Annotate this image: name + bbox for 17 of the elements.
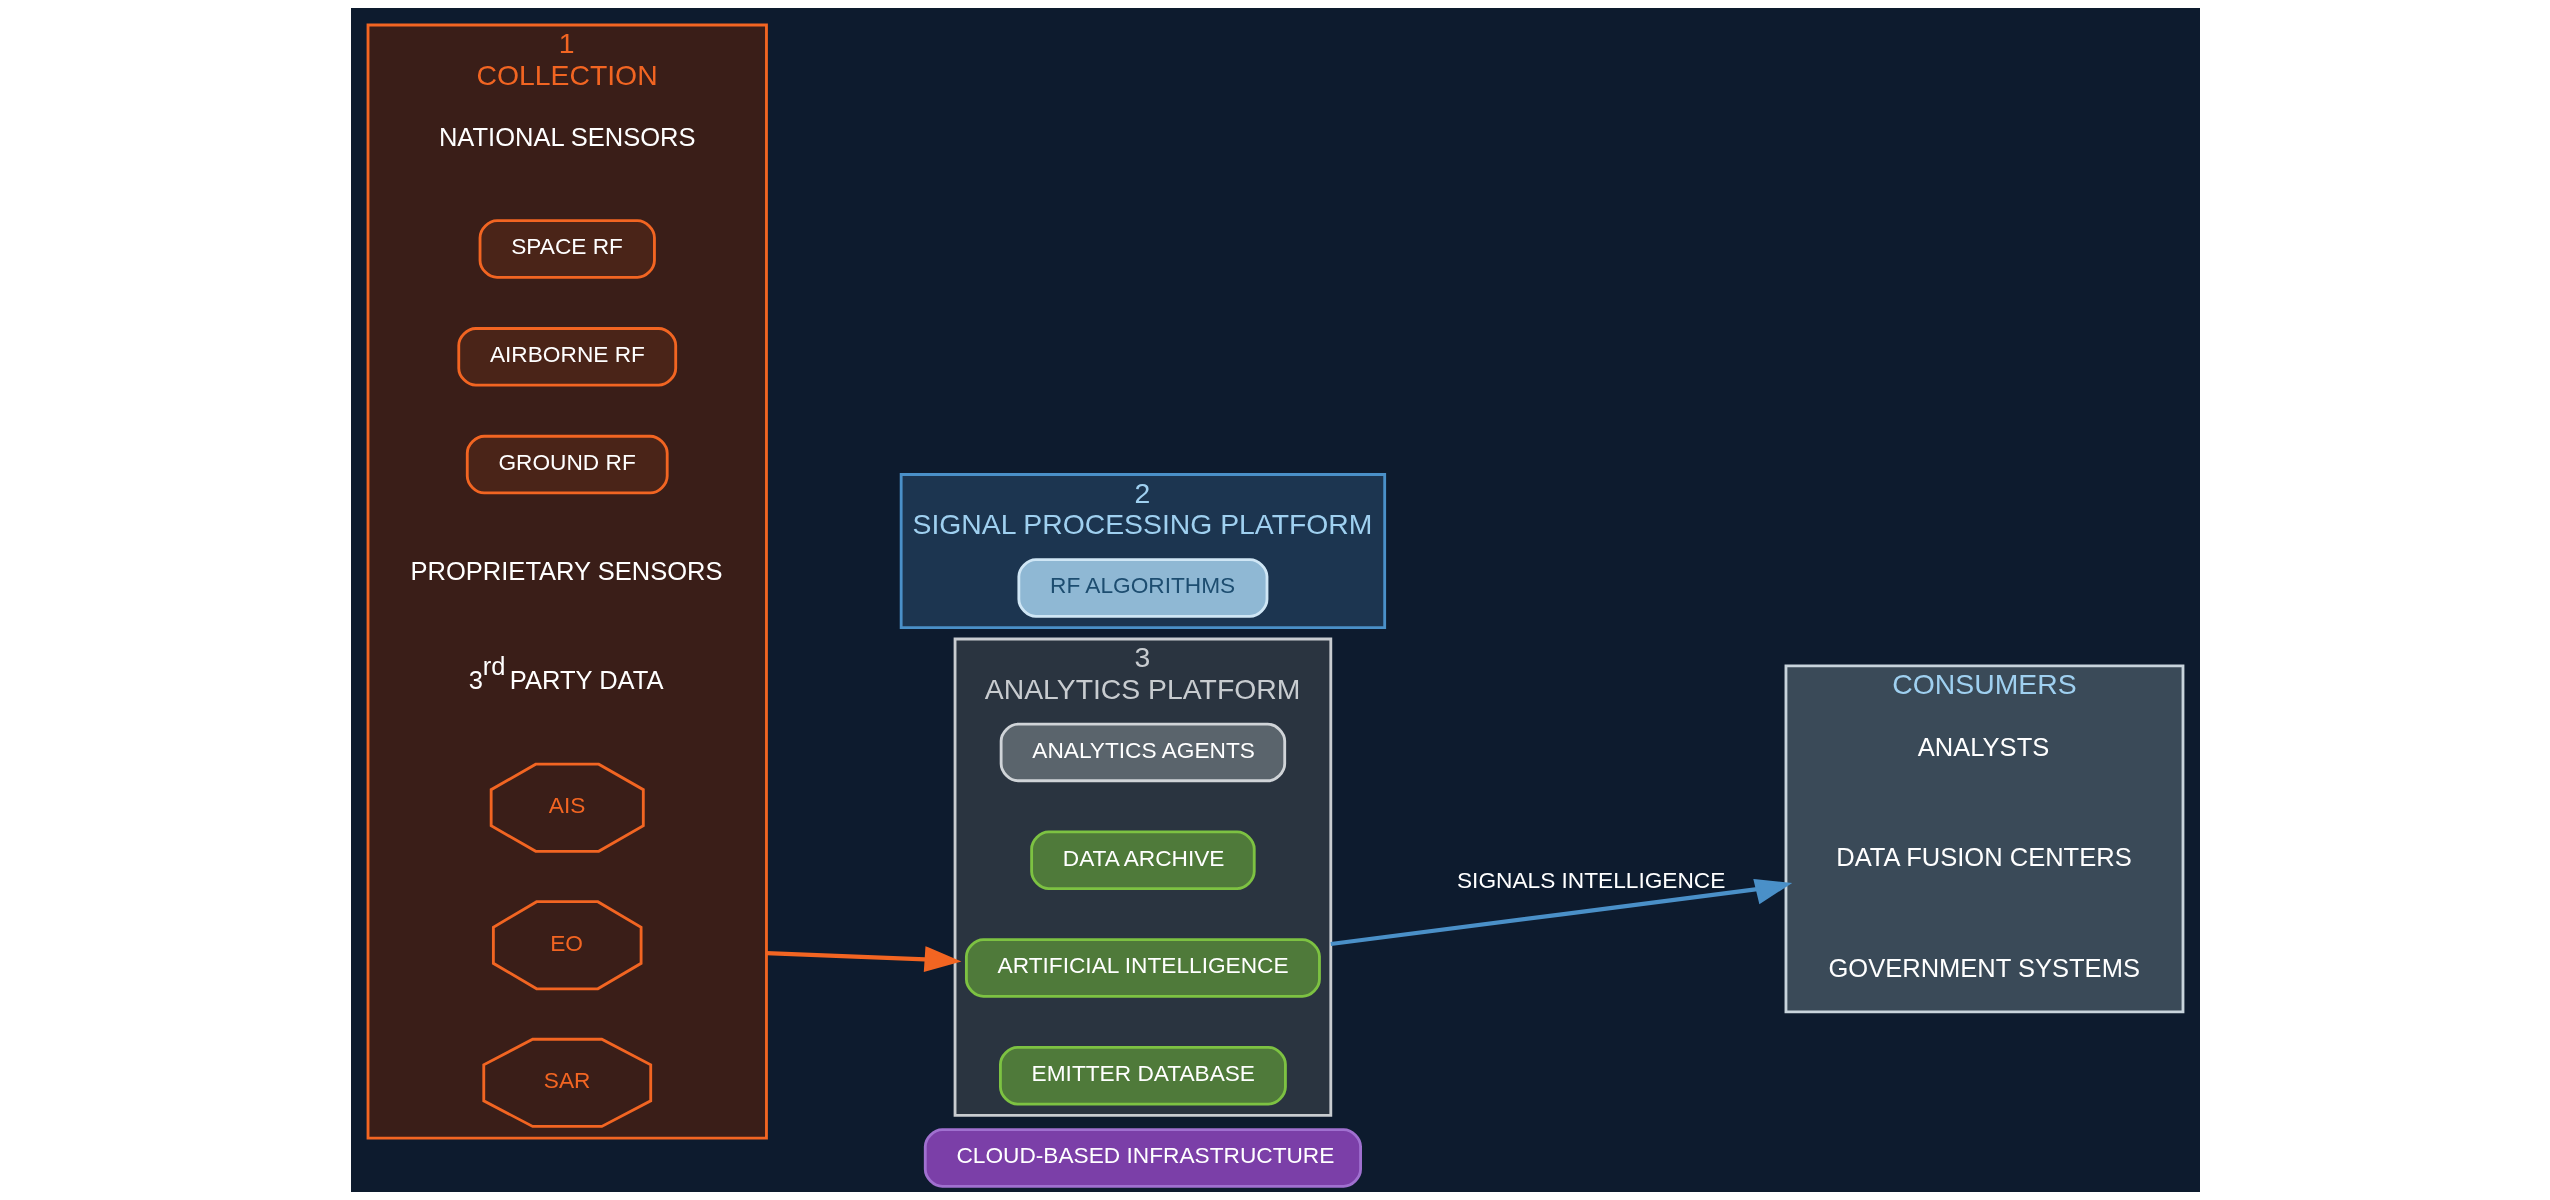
node-box: ANALYTICS AGENTS — [999, 722, 1286, 783]
label: PROPRIETARY SENSORS — [410, 557, 723, 586]
label: NATIONAL SENSORS — [438, 123, 696, 152]
arrow — [1330, 879, 1792, 947]
edge-label: SIGNALS INTELLIGENCE — [1456, 867, 1725, 894]
node-box: AIRBORNE RF — [456, 327, 677, 387]
label: GOVERNMENT SYSTEMS — [1828, 954, 2140, 983]
node-box: RF ALGORITHMS — [1016, 558, 1268, 618]
label: ANALYSTS — [1917, 732, 2049, 761]
node-box: SPACE RF — [478, 219, 656, 279]
label: DATA FUSION CENTERS — [1835, 843, 2132, 872]
node-box: CLOUD-BASED INFRASTRUCTURE — [923, 1128, 1362, 1188]
node-box: DATA ARCHIVE — [1029, 830, 1256, 890]
node-box: ARTIFICIAL INTELLIGENCE — [964, 938, 1321, 998]
node-box: GROUND RF — [465, 434, 669, 495]
arrow — [765, 946, 961, 972]
node-box: EMITTER DATABASE — [998, 1045, 1287, 1106]
